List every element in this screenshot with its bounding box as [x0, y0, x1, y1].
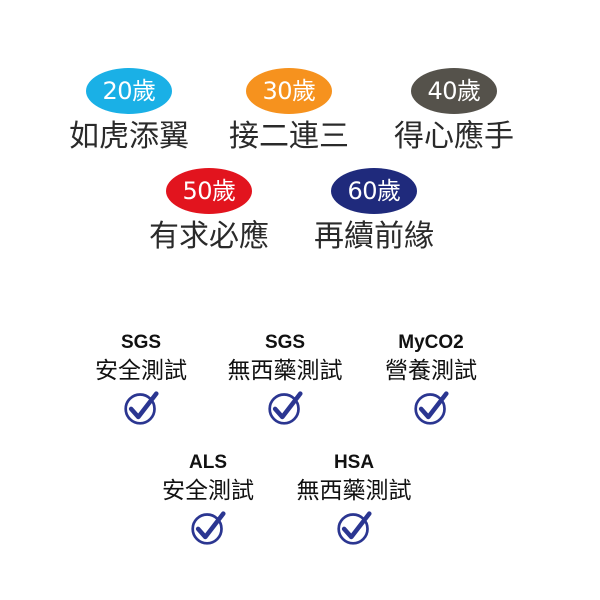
cert-test: 安全測試	[162, 478, 254, 504]
cert-org: ALS	[189, 452, 227, 473]
cert-test: 無西藥測試	[296, 478, 412, 504]
cert-org: MyCO2	[398, 332, 464, 353]
cert-sgs-no-western-drug: SGS 無西藥測試	[210, 332, 360, 426]
age-stage-50: 50歲 有求必應	[134, 168, 284, 256]
cert-org: SGS	[264, 332, 306, 353]
age-description: 有求必應	[149, 219, 269, 254]
age-badge: 50歲	[166, 168, 252, 214]
age-description: 接二連三	[229, 119, 349, 154]
age-stage-20: 20歲 如虎添翼	[54, 68, 204, 156]
cert-org: SGS	[120, 332, 162, 353]
age-description: 得心應手	[394, 119, 514, 154]
check-circle-icon	[337, 511, 372, 545]
age-badge: 40歲	[411, 68, 497, 114]
cert-test: 安全測試	[95, 358, 187, 384]
cert-als-safety: ALS 安全測試	[133, 452, 283, 546]
age-description: 再續前緣	[314, 219, 434, 254]
check-circle-icon	[414, 391, 449, 425]
check-circle-icon	[124, 391, 159, 425]
cert-sgs-safety: SGS 安全測試	[66, 332, 216, 426]
age-description: 如虎添翼	[69, 119, 189, 154]
age-badge: 30歲	[246, 68, 332, 114]
check-circle-icon	[191, 511, 226, 545]
age-badge: 20歲	[86, 68, 172, 114]
cert-test: 無西藥測試	[227, 358, 343, 384]
age-badge: 60歲	[331, 168, 417, 214]
age-stage-60: 60歲 再續前緣	[299, 168, 449, 256]
cert-hsa-no-western-drug: HSA 無西藥測試	[279, 452, 429, 546]
check-circle-icon	[268, 391, 303, 425]
age-stage-40: 40歲 得心應手	[379, 68, 529, 156]
age-stage-30: 30歲 接二連三	[214, 68, 364, 156]
cert-test: 營養測試	[385, 358, 477, 384]
cert-org: HSA	[333, 452, 375, 473]
cert-myco2-nutrition: MyCO2 營養測試	[356, 332, 506, 426]
